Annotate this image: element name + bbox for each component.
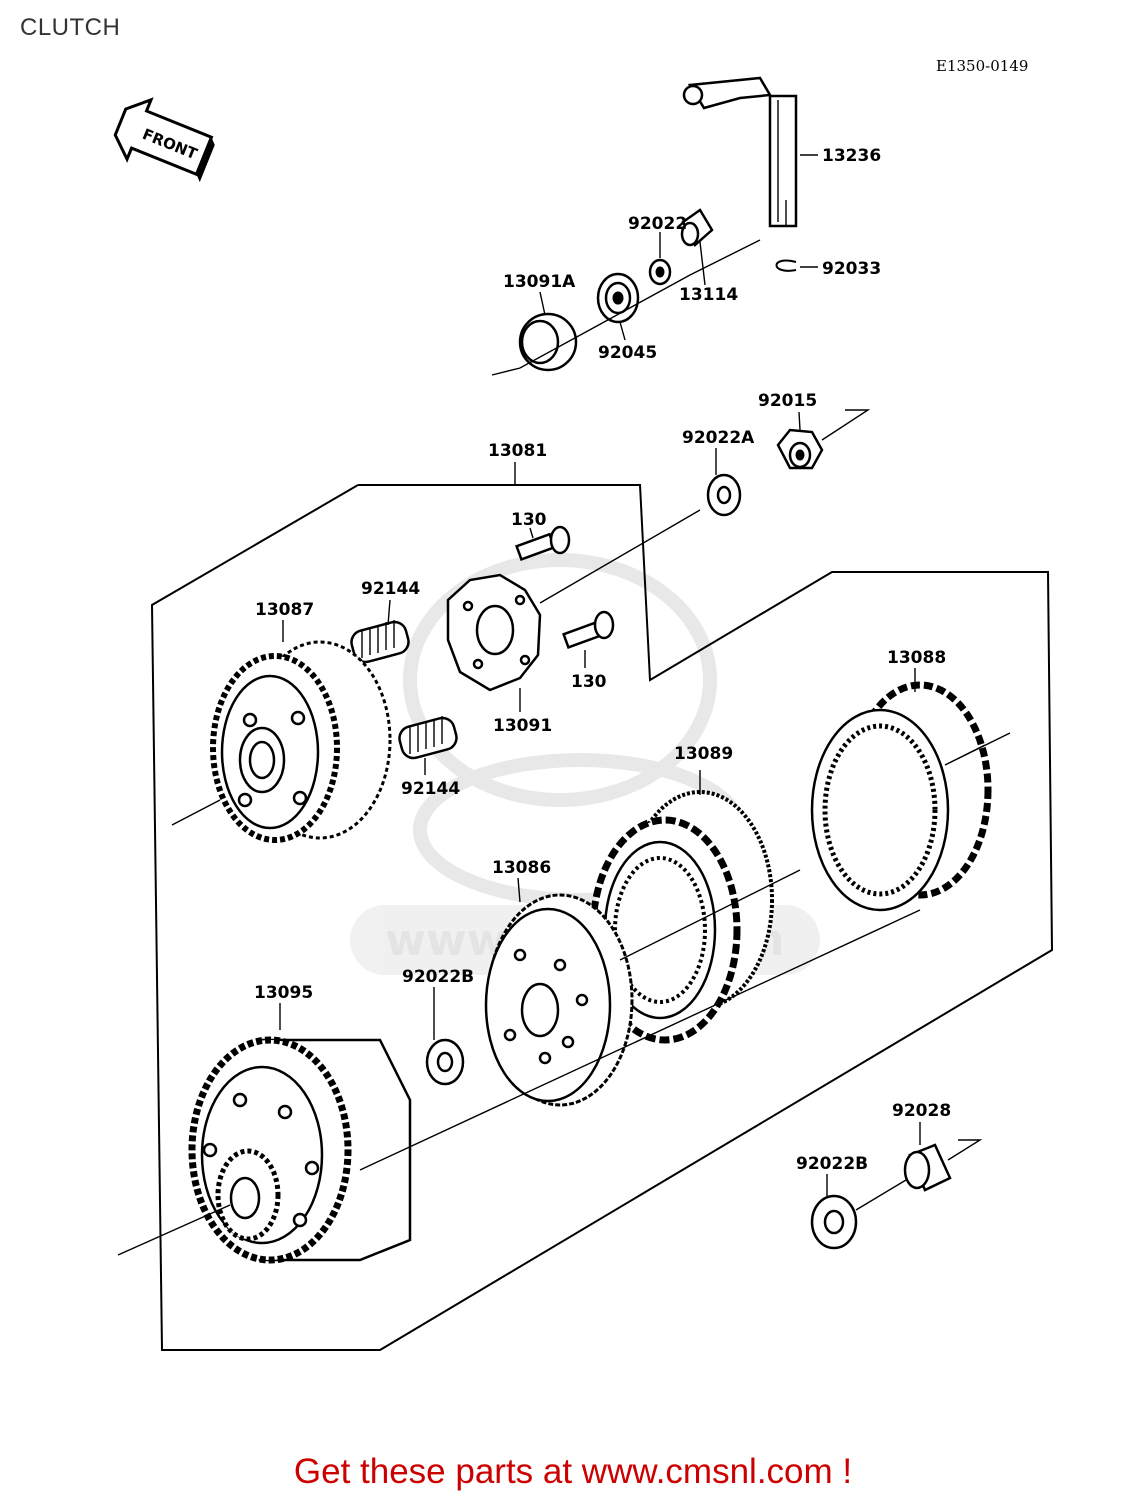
front-arrow-icon: FRONT bbox=[113, 97, 215, 183]
label-92022B-right: 92022B bbox=[796, 1154, 868, 1174]
label-13095: 13095 bbox=[254, 983, 313, 1003]
push-piece-13114 bbox=[680, 208, 714, 286]
label-92022: 92022 bbox=[628, 214, 687, 234]
label-92045: 92045 bbox=[598, 343, 657, 363]
label-13091: 13091 bbox=[493, 716, 552, 736]
pressure-disc-13086 bbox=[484, 869, 801, 1107]
page-title: CLUTCH bbox=[20, 14, 121, 41]
lifter-plate-13091 bbox=[446, 509, 701, 712]
label-92022B-left: 92022B bbox=[402, 967, 474, 987]
pressure-plate-13087 bbox=[171, 620, 392, 843]
clutch-exploded-diagram: www.cmsnl.com FRONT bbox=[113, 76, 1054, 1351]
bolt-130-lower bbox=[562, 610, 615, 668]
washer-92022A bbox=[706, 448, 742, 517]
seal-13091A bbox=[518, 291, 578, 372]
clutch-housing-13095 bbox=[117, 909, 921, 1264]
bearing-92045 bbox=[596, 272, 640, 341]
label-92144-lower: 92144 bbox=[401, 779, 460, 799]
washer-92022 bbox=[648, 232, 672, 286]
friction-plate-13088 bbox=[810, 668, 1011, 912]
spring-92144-upper bbox=[350, 599, 410, 664]
label-92144-upper: 92144 bbox=[361, 579, 420, 599]
label-13236: 13236 bbox=[822, 146, 881, 166]
footer-link[interactable]: Get these parts at www.cmsnl.com ! bbox=[293, 1452, 853, 1491]
label-13088: 13088 bbox=[887, 648, 946, 668]
label-92028: 92028 bbox=[892, 1101, 951, 1121]
washer-92022B-right bbox=[810, 1174, 907, 1250]
label-13091A: 13091A bbox=[503, 272, 576, 292]
label-130-upper: 130 bbox=[511, 510, 547, 530]
label-13089: 13089 bbox=[674, 744, 733, 764]
label-92015: 92015 bbox=[758, 391, 817, 411]
release-shaft-13236 bbox=[682, 76, 798, 228]
sleeve-92028 bbox=[903, 1122, 983, 1192]
bolt-130-upper bbox=[515, 525, 571, 561]
label-130-lower: 130 bbox=[571, 672, 607, 692]
washer-92022B-left bbox=[425, 987, 465, 1086]
axis-line-upper bbox=[491, 239, 761, 376]
label-92033: 92033 bbox=[822, 259, 881, 279]
spring-92144-lower bbox=[398, 716, 458, 775]
assembly-outline bbox=[150, 484, 1054, 1351]
label-13081: 13081 bbox=[488, 441, 547, 461]
label-92022A: 92022A bbox=[682, 428, 755, 448]
nut-92015 bbox=[776, 409, 871, 470]
label-13086: 13086 bbox=[492, 858, 551, 878]
label-13114: 13114 bbox=[679, 285, 738, 305]
circlip-92033 bbox=[775, 259, 797, 272]
label-13087: 13087 bbox=[255, 600, 314, 620]
diagram-code: E1350-0149 bbox=[936, 57, 1029, 75]
